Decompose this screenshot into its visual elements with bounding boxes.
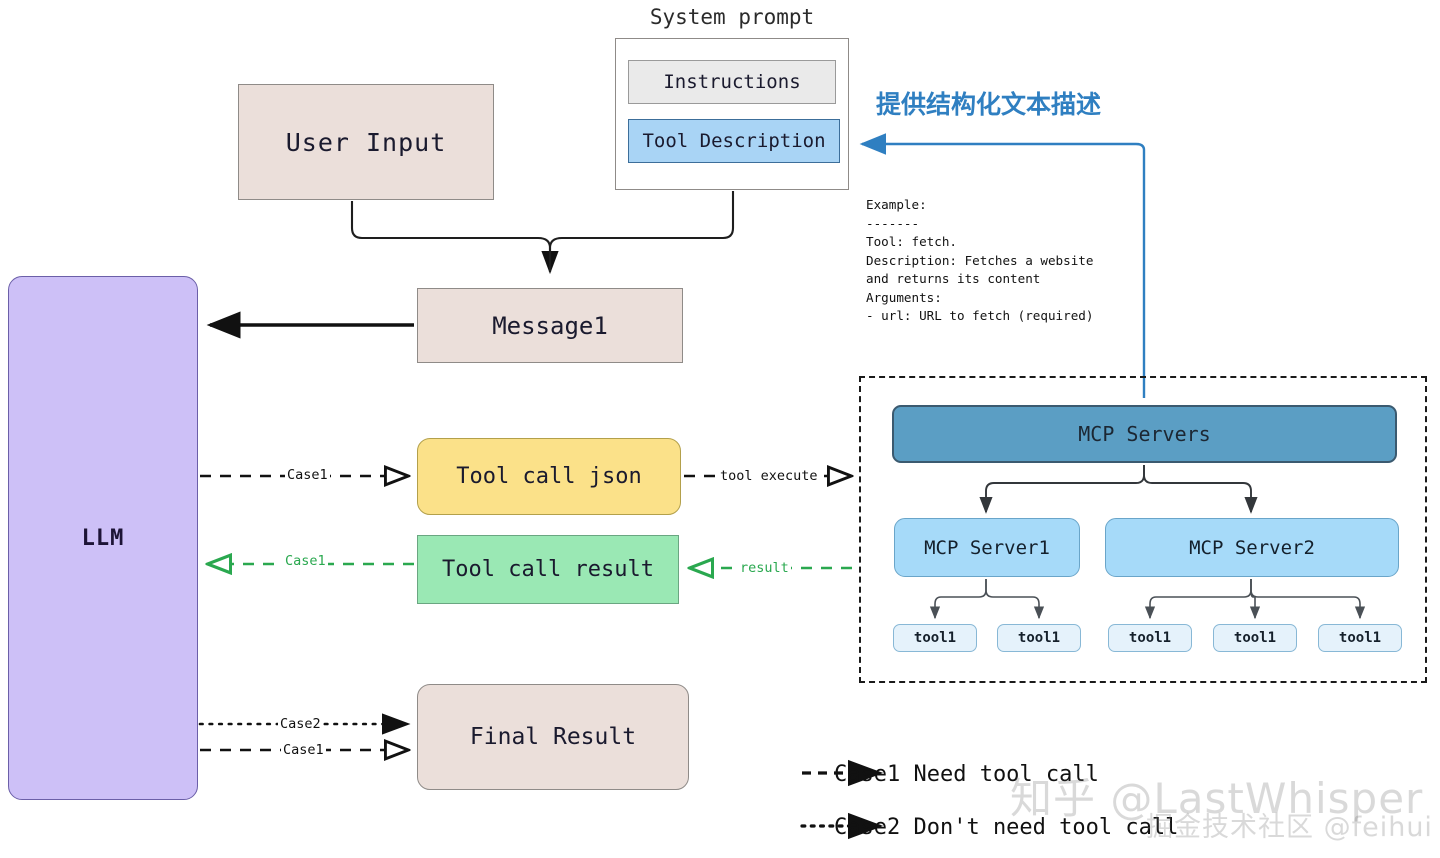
system-prompt-title: System prompt	[615, 0, 849, 34]
node-tool-label: tool1	[913, 630, 957, 646]
annotation-label: 提供结构化文本描述	[876, 90, 1102, 119]
node-tool-label: tool1	[1017, 630, 1061, 646]
edge-label-llm-to-final-case1: Case1	[281, 742, 326, 758]
annotation-structured-text-description: 提供结构化文本描述	[876, 86, 1132, 120]
example-text-block: Example: ------- Tool: fetch. Descriptio…	[866, 197, 1094, 323]
node-tool[interactable]: tool1	[893, 624, 977, 652]
node-message1[interactable]: Message1	[417, 288, 683, 363]
node-message1-label: Message1	[492, 311, 608, 340]
node-tool-label: tool1	[1233, 630, 1277, 646]
node-mcp-servers-label: MCP Servers	[1078, 422, 1211, 446]
node-final-result-label: Final Result	[469, 724, 637, 750]
edge-label-result-to-llm: Case1	[283, 553, 328, 569]
edge-label-llm-to-final-case2: Case2	[278, 716, 323, 732]
node-tool-call-result[interactable]: Tool call result	[417, 535, 679, 604]
legend-item-case1-label: Case1 Need tool call	[834, 762, 1099, 787]
node-tool-label: tool1	[1128, 630, 1172, 646]
node-tool[interactable]: tool1	[1108, 624, 1192, 652]
node-tool-call-result-label: Tool call result	[442, 557, 654, 582]
node-tool[interactable]: tool1	[1318, 624, 1402, 652]
node-mcp-server2[interactable]: MCP Server2	[1105, 518, 1399, 577]
node-tool-label: tool1	[1338, 630, 1382, 646]
node-tool[interactable]: tool1	[997, 624, 1081, 652]
node-user-input-label: User Input	[285, 127, 447, 157]
edge-label-tool-execute: tool execute	[718, 468, 820, 484]
node-mcp-server1[interactable]: MCP Server1	[894, 518, 1080, 577]
edge-userinput-to-message1	[350, 201, 559, 275]
node-llm[interactable]: LLM	[8, 276, 198, 800]
node-mcp-servers[interactable]: MCP Servers	[892, 405, 1397, 463]
legend-item-case2: Case2 Don't need tool call	[800, 815, 1178, 840]
node-user-input[interactable]: User Input	[238, 84, 494, 200]
legend-item-case2-label: Case2 Don't need tool call	[834, 815, 1179, 840]
edge-label-llm-to-toolcall: Case1	[285, 467, 330, 483]
node-llm-label: LLM	[81, 525, 125, 551]
node-tool-description[interactable]: Tool Description	[628, 119, 840, 163]
edge-label-result: result	[738, 560, 791, 576]
node-mcp-server1-label: MCP Server1	[924, 536, 1050, 559]
system-prompt-title-label: System prompt	[649, 5, 815, 29]
node-tool[interactable]: tool1	[1213, 624, 1297, 652]
legend-item-case1: Case1 Need tool call	[800, 762, 1099, 787]
node-tool-description-label: Tool Description	[642, 130, 826, 152]
node-tool-call-json-label: Tool call json	[456, 464, 642, 489]
node-instructions[interactable]: Instructions	[628, 60, 836, 104]
node-final-result[interactable]: Final Result	[417, 684, 689, 790]
watermark-secondary: 掘金技术社区 @feihui	[1146, 812, 1433, 843]
edge-systemprompt-to-message1	[548, 191, 735, 272]
node-mcp-server2-label: MCP Server2	[1189, 536, 1315, 559]
node-instructions-label: Instructions	[663, 71, 801, 93]
node-tool-call-json[interactable]: Tool call json	[417, 438, 681, 515]
